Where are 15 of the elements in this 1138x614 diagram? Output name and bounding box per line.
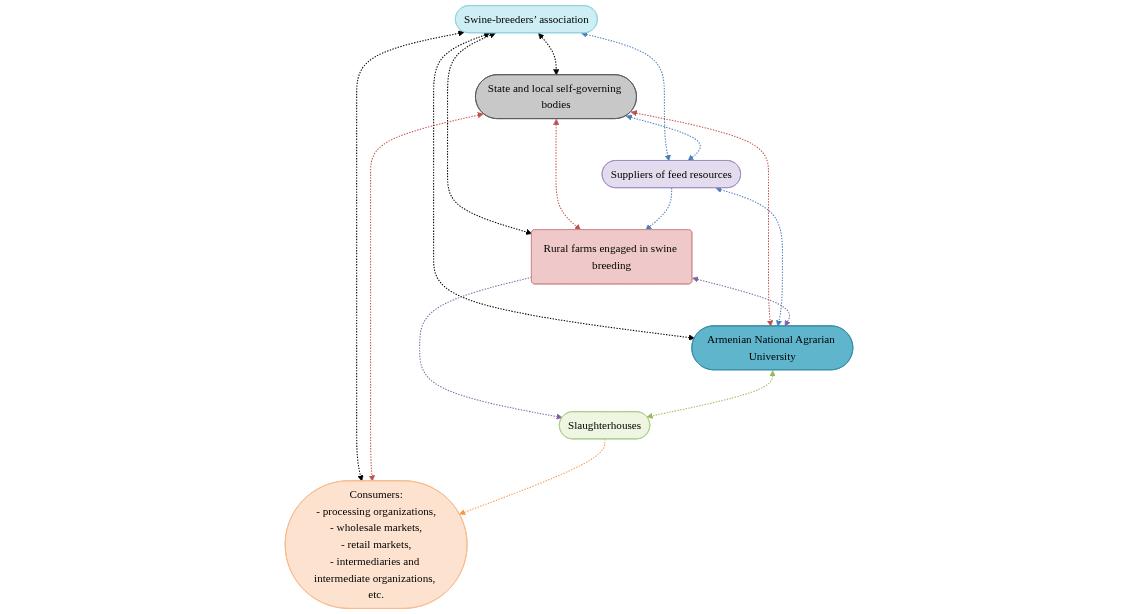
arrow (419, 276, 563, 420)
arrow (433, 32, 695, 341)
arrow (715, 186, 783, 327)
arrow (459, 438, 606, 516)
arrow (356, 30, 465, 482)
arrow (447, 32, 533, 235)
arrow (646, 370, 776, 419)
arrow (645, 187, 673, 231)
arrow (692, 276, 791, 327)
arrow (581, 31, 671, 162)
arrow (538, 33, 560, 76)
arrow (625, 114, 701, 162)
arrow (368, 112, 484, 482)
arrow (553, 118, 581, 231)
arrow (630, 110, 774, 327)
